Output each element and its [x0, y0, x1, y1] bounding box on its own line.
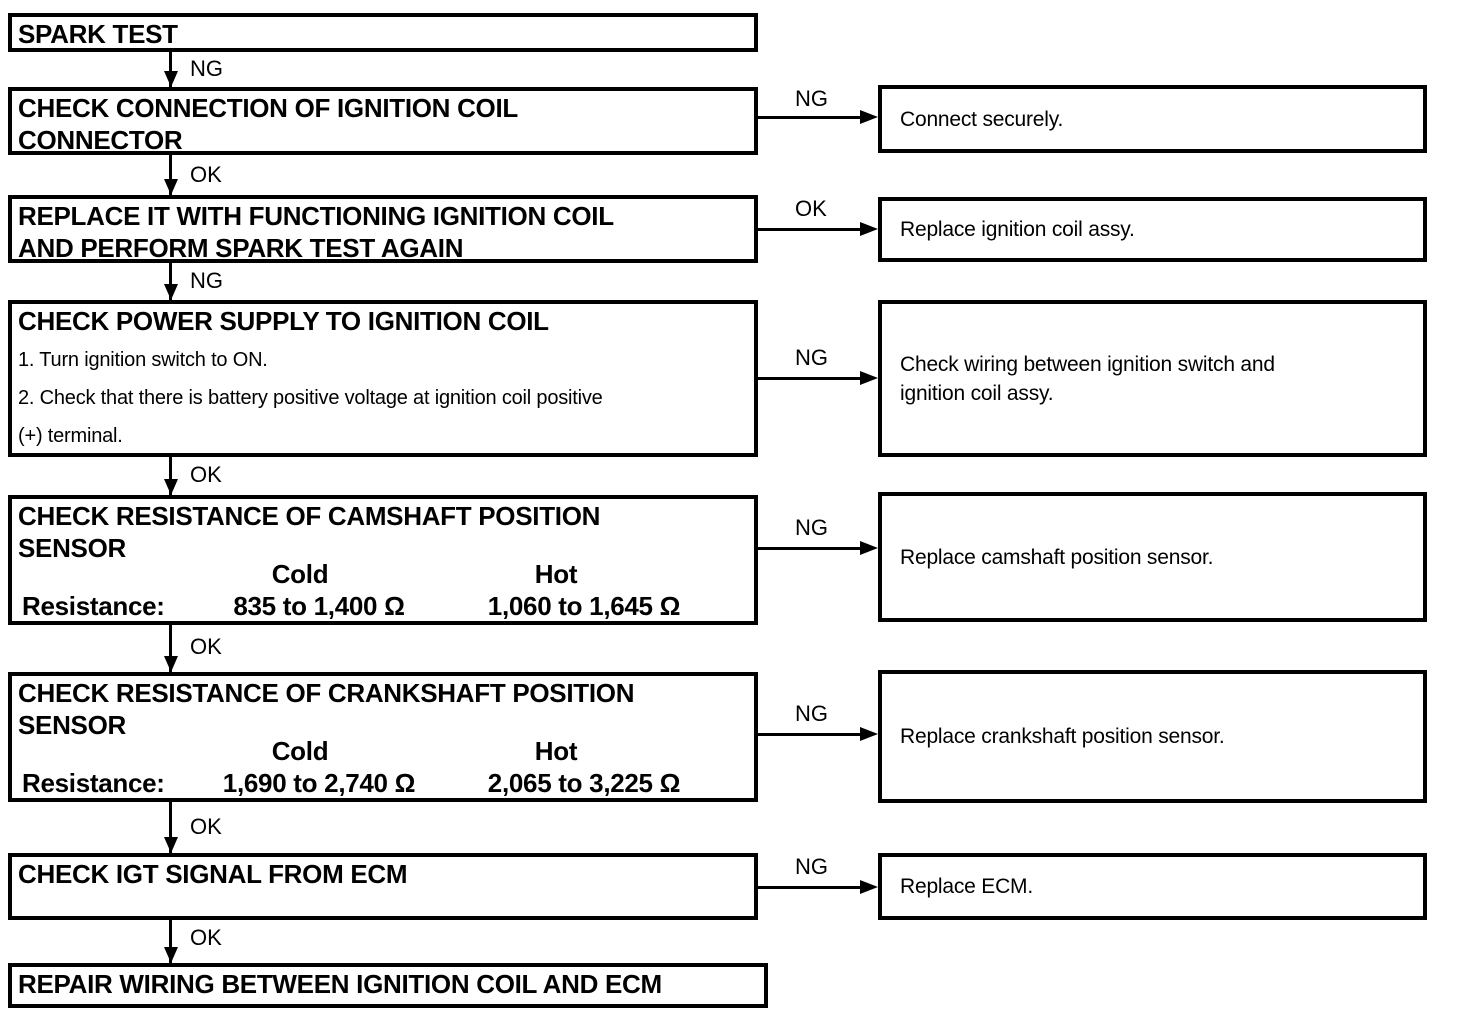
connector-line [169, 263, 172, 300]
arrow-right-icon [860, 222, 878, 236]
action-text: Connect securely. [900, 107, 1064, 131]
action-text: Replace camshaft position sensor. [900, 545, 1214, 569]
connector-line [758, 116, 862, 119]
action-text: Replace ignition coil assy. [900, 218, 1135, 241]
step-title: CHECK RESISTANCE OF CAMSHAFT POSITION SE… [18, 501, 601, 563]
arrow-down-icon [164, 284, 178, 300]
connector-label: OK [190, 462, 222, 487]
connector-label: OK [190, 814, 222, 839]
connector-line [758, 733, 862, 736]
resistance-label: Resistance: [22, 768, 165, 798]
arrow-right-icon [860, 880, 878, 894]
instruction-line: (+) terminal. [18, 425, 123, 447]
connector-line [758, 886, 862, 889]
instruction-line: 2. Check that there is battery positive … [18, 387, 603, 409]
box-repair-wiring: REPAIR WIRING BETWEEN IGNITION COIL AND … [8, 963, 768, 1008]
connector-line [169, 802, 172, 853]
step-title: SPARK TEST [18, 19, 178, 49]
connector-line [169, 625, 172, 672]
resistance-cold-header: Cold [271, 736, 329, 766]
arrow-right-icon [860, 371, 878, 385]
action-text: Replace ECM. [900, 875, 1033, 898]
arrow-right-icon [860, 727, 878, 741]
connector-label: NG [190, 56, 223, 81]
resistance-cold-value: 1,690 to 2,740 Ω [222, 768, 416, 798]
resistance-label: Resistance: [22, 591, 165, 621]
action-text: Check wiring between ignition switch and… [900, 352, 1275, 405]
arrow-down-icon [164, 71, 178, 87]
step-instructions: 1. Turn ignition switch to ON. 2. Check … [18, 341, 750, 455]
action-box-replace-ignition-coil: Replace ignition coil assy. [878, 197, 1427, 262]
branch-label: NG [795, 854, 828, 879]
branch-label: NG [795, 86, 828, 111]
resistance-hot-value: 2,065 to 3,225 Ω [487, 768, 681, 798]
step-title: REPLACE IT WITH FUNCTIONING IGNITION COI… [18, 201, 614, 263]
resistance-cold-value: 835 to 1,400 Ω [233, 591, 405, 621]
box-check-igt-signal: CHECK IGT SIGNAL FROM ECM [8, 853, 758, 920]
action-box-replace-ecm: Replace ECM. [878, 853, 1427, 920]
connector-line [169, 52, 172, 87]
arrow-down-icon [164, 479, 178, 495]
resistance-hot-header: Hot [534, 559, 578, 589]
arrow-right-icon [860, 110, 878, 124]
arrow-down-icon [164, 837, 178, 853]
resistance-hot-header: Hot [534, 736, 578, 766]
step-title: CHECK RESISTANCE OF CRANKSHAFT POSITION … [18, 678, 635, 740]
box-replace-coil-retest: REPLACE IT WITH FUNCTIONING IGNITION COI… [8, 195, 758, 263]
action-box-check-wiring: Check wiring between ignition switch and… [878, 300, 1427, 457]
resistance-hot-value: 1,060 to 1,645 Ω [487, 591, 681, 621]
connector-line [169, 457, 172, 495]
connector-label: OK [190, 925, 222, 950]
connector-line [758, 228, 862, 231]
connector-line [758, 547, 862, 550]
step-title: CHECK POWER SUPPLY TO IGNITION COIL [18, 306, 549, 336]
arrow-down-icon [164, 947, 178, 963]
instruction-line: 1. Turn ignition switch to ON. [18, 349, 268, 371]
connector-line [758, 377, 862, 380]
step-title: CHECK IGT SIGNAL FROM ECM [18, 859, 408, 889]
arrow-down-icon [164, 656, 178, 672]
connector-label: OK [190, 162, 222, 187]
branch-label: NG [795, 701, 828, 726]
box-check-connection: CHECK CONNECTION OF IGNITION COIL CONNEC… [8, 87, 758, 155]
step-title: REPAIR WIRING BETWEEN IGNITION COIL AND … [18, 969, 662, 999]
resistance-cold-header: Cold [271, 559, 329, 589]
step-title: CHECK CONNECTION OF IGNITION COIL CONNEC… [18, 93, 518, 155]
connector-label: NG [190, 268, 223, 293]
arrow-right-icon [860, 541, 878, 555]
box-check-camshaft-resistance: CHECK RESISTANCE OF CAMSHAFT POSITION SE… [8, 495, 758, 625]
connector-line [169, 920, 172, 963]
arrow-down-icon [164, 179, 178, 195]
action-box-connect-securely: Connect securely. [878, 85, 1427, 153]
box-check-crankshaft-resistance: CHECK RESISTANCE OF CRANKSHAFT POSITION … [8, 672, 758, 802]
box-check-power-supply: CHECK POWER SUPPLY TO IGNITION COIL 1. T… [8, 300, 758, 457]
action-box-replace-camshaft-sensor: Replace camshaft position sensor. [878, 492, 1427, 622]
branch-label: OK [795, 196, 827, 221]
branch-label: NG [795, 345, 828, 370]
action-text: Replace crankshaft position sensor. [900, 725, 1225, 748]
connector-line [169, 155, 172, 195]
box-spark-test: SPARK TEST [8, 13, 758, 52]
branch-label: NG [795, 515, 828, 540]
connector-label: OK [190, 634, 222, 659]
action-box-replace-crankshaft-sensor: Replace crankshaft position sensor. [878, 670, 1427, 803]
